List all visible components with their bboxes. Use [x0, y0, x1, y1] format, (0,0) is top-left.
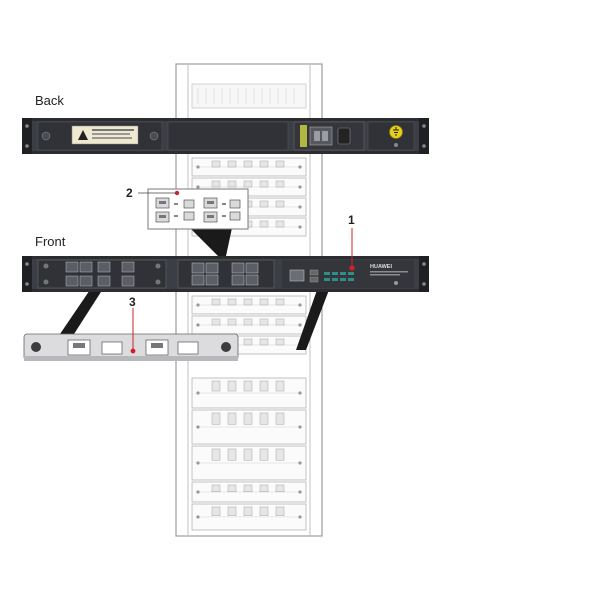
callout-connectors	[60, 228, 329, 350]
front-panel-device: HUAWEI	[22, 256, 429, 292]
rack-unit	[191, 157, 307, 177]
rack-unit	[191, 445, 307, 481]
rack-device-units	[191, 157, 307, 531]
back-label: Back	[35, 93, 64, 108]
rack-unit	[191, 481, 307, 503]
front-label: Front	[35, 234, 66, 249]
brand-logo: HUAWEI	[370, 264, 392, 270]
callout-1-label: 1	[348, 213, 355, 227]
rack-unit	[191, 295, 307, 315]
rack-unit	[191, 315, 307, 335]
port-detail-callout	[138, 188, 249, 230]
callout-2-label: 2	[126, 186, 133, 200]
card-detail-callout	[23, 308, 239, 361]
rack-unit	[191, 409, 307, 445]
rack-unit	[191, 503, 307, 531]
rack-unit	[191, 377, 307, 409]
callout-3-label: 3	[129, 295, 136, 309]
back-panel-device	[22, 118, 429, 154]
